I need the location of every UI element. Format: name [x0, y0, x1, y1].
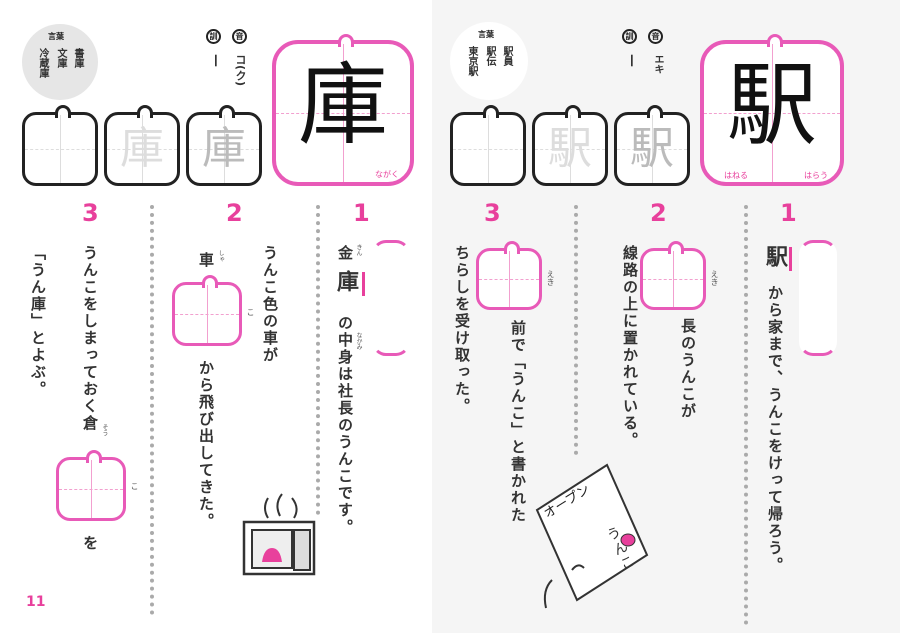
model-kanji-box: 庫 [272, 34, 414, 186]
on-reading-icon: 音 [232, 29, 247, 44]
practice-box-trace[interactable]: 庫 [186, 105, 262, 186]
vocab-bubble: 言葉 駅員 駅伝 東京駅 [450, 22, 528, 100]
on-reading-icon: 音 [648, 29, 663, 44]
model-kanji-box: 駅 [700, 34, 844, 186]
q1-target-kanji: 駅 [762, 245, 787, 269]
safe-illustration [242, 493, 316, 576]
q3-line1: うんこをしまっておく倉 [81, 245, 99, 432]
practice-box-trace[interactable]: 駅 [614, 105, 690, 186]
q2-line1: 長のうんこが [679, 318, 697, 420]
marker [789, 247, 792, 271]
vocab-label: 言葉 [48, 32, 64, 41]
practice-box-empty[interactable] [22, 105, 98, 186]
ruby: そう [101, 424, 108, 436]
left-page: 言葉 書庫 文庫 冷蔵庫 訓 音 — コ(ク) 庫 庫 庫 ながく 3 2 1 … [0, 0, 432, 633]
kun-reading: — [208, 54, 223, 69]
vocab-word: 駅伝 [484, 46, 495, 66]
trace-kanji: 庫 [202, 123, 246, 174]
q1-target-kanji: 庫 [333, 270, 358, 294]
q3-after: を [81, 535, 99, 552]
kun-reading: — [624, 54, 639, 69]
ruby: しゃ [217, 250, 224, 262]
q2-line1: うんこ色の車が [261, 245, 279, 364]
q2-text: から飛び出してきた。 [197, 360, 215, 530]
on-reading: コ(ク) [234, 54, 247, 87]
q3-line2: 「うん庫」とよぶ。 [29, 245, 47, 398]
divider [150, 205, 154, 615]
vocab-label: 言葉 [478, 30, 494, 39]
q2-prefix: 車 [197, 252, 215, 269]
ruby: こ [246, 308, 255, 316]
trace-kanji: 駅 [630, 123, 674, 174]
question-number: 3 [484, 199, 501, 227]
flyer-illustration [535, 463, 649, 609]
stroke-note: ながく [375, 170, 399, 179]
answer-box[interactable] [640, 241, 706, 310]
vocab-word: 冷蔵庫 [37, 48, 48, 78]
answer-box[interactable] [476, 241, 542, 310]
kun-reading-icon: 訓 [206, 29, 221, 44]
q1-prefix: 金 [336, 245, 354, 262]
trace-kanji: 庫 [120, 123, 164, 174]
question-number: 2 [226, 199, 243, 227]
on-reading: エキ [652, 54, 663, 74]
kun-reading-icon: 訓 [622, 29, 637, 44]
vocab-word: 東京駅 [466, 46, 477, 76]
model-kanji: 駅 [727, 53, 817, 158]
divider [574, 205, 578, 455]
q1-text: から家まで、うんこをけって帰ろう。 [766, 285, 784, 574]
ruby: こ [130, 482, 139, 490]
ruby: きん [355, 244, 362, 256]
trace-kanji: 駅 [548, 123, 592, 174]
q3-line2: ちらしを受け取った。 [453, 245, 471, 415]
question-number: 1 [353, 199, 370, 227]
answer-bracket[interactable] [372, 240, 410, 356]
divider [316, 205, 320, 515]
answer-box[interactable] [56, 450, 126, 521]
vocab-word: 文庫 [55, 48, 66, 68]
q3-line1: 前で「うんこ」と書かれた [509, 320, 527, 524]
practice-box-trace-light[interactable]: 庫 [104, 105, 180, 186]
marker [362, 272, 365, 296]
q1-text: の中身は社長のうんこです。 [336, 315, 354, 536]
practice-box-empty[interactable] [450, 105, 526, 186]
divider [744, 205, 748, 625]
stroke-note: はらう [804, 171, 828, 180]
answer-box[interactable] [172, 275, 242, 346]
ruby: なかみ [355, 332, 362, 350]
question-number: 1 [780, 199, 797, 227]
vocab-bubble: 言葉 書庫 文庫 冷蔵庫 [22, 24, 98, 100]
stroke-note: はねる [724, 171, 748, 180]
vocab-word: 書庫 [72, 48, 83, 68]
right-page: 言葉 駅員 駅伝 東京駅 訓 音 — エキ 駅 駅 駅 はねる はらう 3 2 … [432, 0, 900, 633]
ruby: えき [710, 270, 719, 286]
question-number: 3 [82, 199, 99, 227]
vocab-word: 駅員 [501, 46, 512, 66]
practice-box-trace-light[interactable]: 駅 [532, 105, 608, 186]
question-number: 2 [650, 199, 667, 227]
page-number: 11 [26, 594, 46, 610]
q2-line2: 線路の上に置かれている。 [621, 245, 639, 449]
model-kanji: 庫 [298, 53, 388, 158]
ruby: えき [546, 270, 555, 286]
answer-bracket[interactable] [799, 240, 837, 356]
